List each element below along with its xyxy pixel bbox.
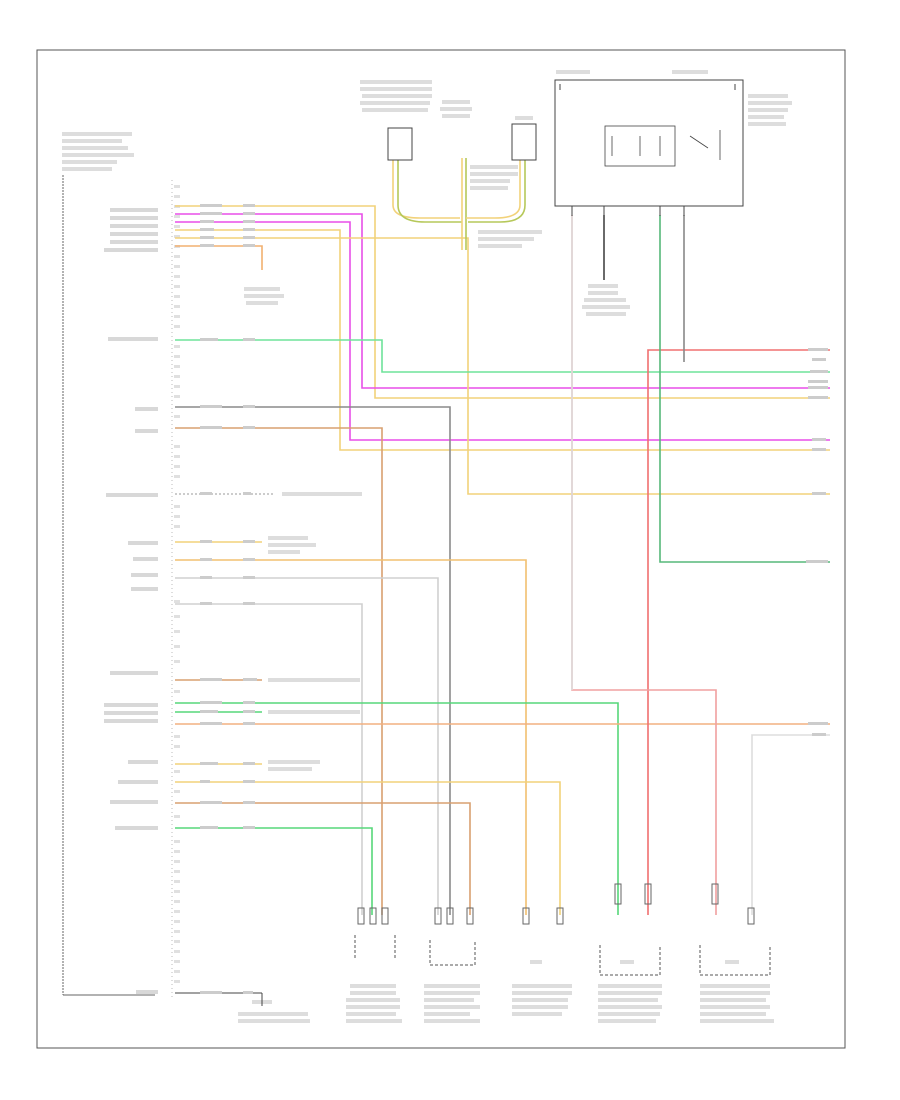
wire-lightgray-4 xyxy=(751,734,830,915)
bottom-connectors xyxy=(357,883,755,925)
wire-orange-starter xyxy=(175,245,263,270)
ecm-connector xyxy=(62,132,173,1000)
top-right-sensor xyxy=(511,116,537,161)
relay-box xyxy=(554,70,792,216)
wire-tan-1 xyxy=(175,427,383,915)
pin-labels-left xyxy=(104,208,158,994)
bottom-components xyxy=(354,935,771,976)
wire-green-4 xyxy=(175,827,373,915)
wire-orange-3 xyxy=(175,559,527,915)
wire-magenta-1 xyxy=(175,213,830,389)
wire-gray-1 xyxy=(175,406,451,915)
pin-numbers xyxy=(174,185,180,983)
diagram-border xyxy=(36,49,846,1049)
oil-pressure-sensor xyxy=(360,80,432,161)
wire-yellow-5 xyxy=(175,781,561,915)
wire-green-vert xyxy=(659,215,830,563)
top-sensor-wires xyxy=(392,158,526,250)
starter-system-label xyxy=(244,287,284,305)
right-edge-labels xyxy=(806,348,828,736)
wire-pink-1 xyxy=(571,215,717,915)
ground-label xyxy=(582,284,630,316)
center-sensor-label xyxy=(440,100,542,248)
wire-lightgray-2 xyxy=(175,603,363,915)
wire-tan-3 xyxy=(175,802,471,915)
wires xyxy=(175,205,830,994)
mid-labels xyxy=(268,492,362,771)
wire-yellow-1 xyxy=(175,205,830,399)
wire-code-tags xyxy=(200,204,257,994)
wire-yellow-3 xyxy=(175,237,830,495)
bottom-labels xyxy=(238,960,774,1023)
wire-magenta-2 xyxy=(175,221,830,441)
wire-red-1 xyxy=(647,349,830,915)
wire-green-1 xyxy=(175,339,830,373)
wire-green-2 xyxy=(175,702,619,915)
ecm-title-block xyxy=(62,132,134,171)
wire-lightgray-1 xyxy=(175,577,439,915)
